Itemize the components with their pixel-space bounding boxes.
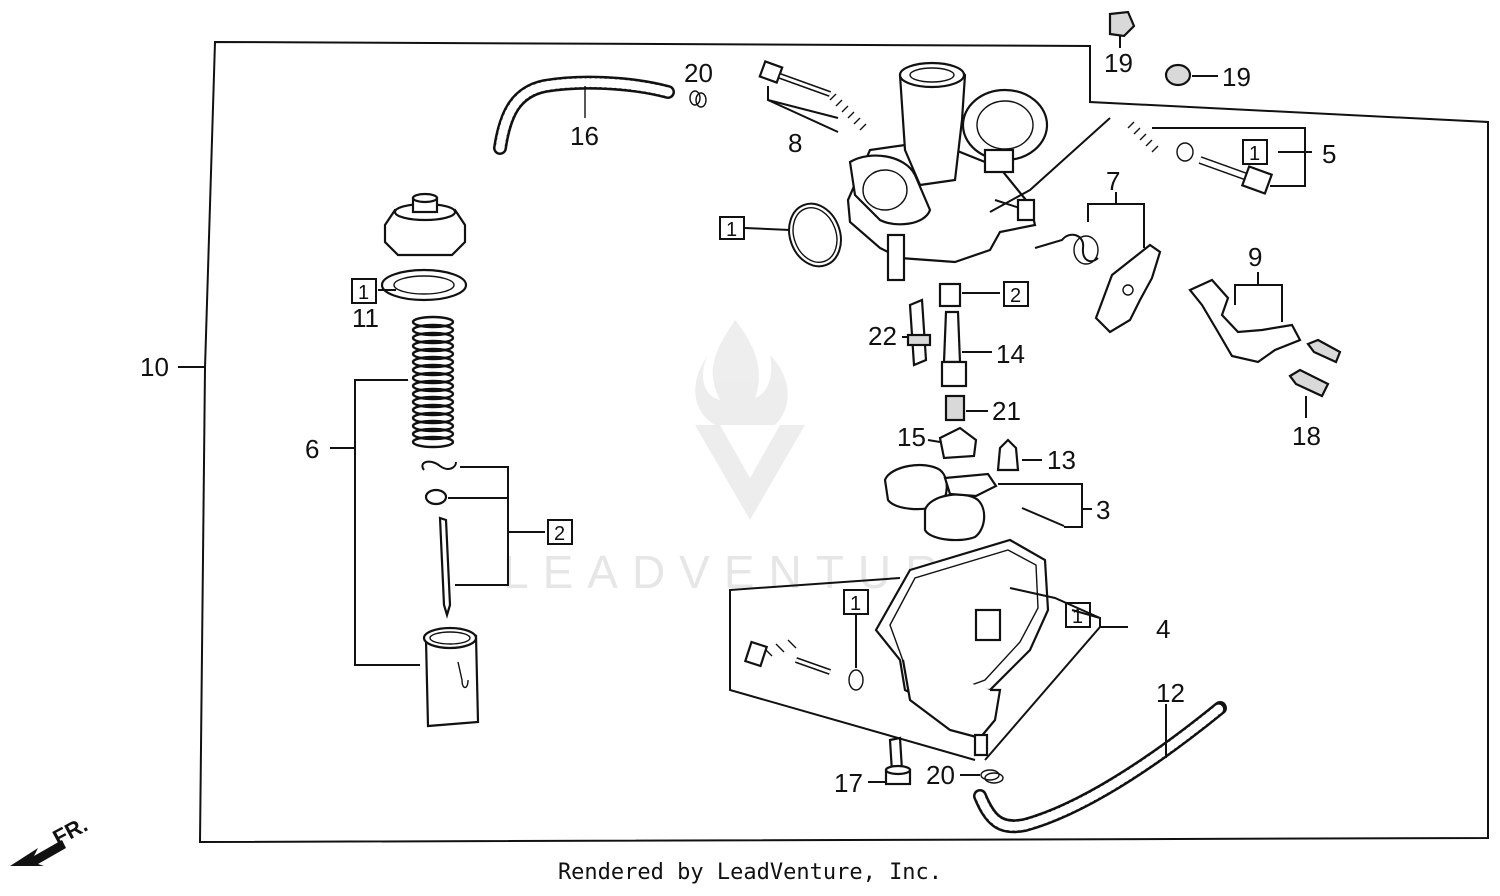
part-7-throttle-lever: [1034, 192, 1162, 334]
callout-4-group-outline: [729, 577, 976, 761]
callout-13: 13: [1047, 445, 1076, 475]
part-top-cap: [383, 192, 467, 257]
part-14-needle-jet: [938, 282, 1000, 388]
callout-7: 7: [1106, 166, 1120, 196]
part-4-float-chamber: [874, 538, 1128, 761]
part-5-idle-screw: [1127, 121, 1312, 195]
part-small-o-ring: [848, 615, 864, 691]
boxed-2-part6: 2: [554, 523, 565, 545]
part-9-bracket: [1188, 272, 1302, 364]
part-20-clip-top: [689, 90, 707, 108]
part-3-float: [883, 463, 1092, 542]
boxed-2-part14-frame: [1003, 281, 1029, 307]
boxed-1-part11: 1: [358, 282, 369, 304]
part-20-clip-bottom: [960, 769, 1004, 784]
callout-4: 4: [1156, 614, 1170, 644]
callout-10: 10: [140, 352, 169, 382]
part-throttle-slide: [422, 626, 480, 728]
boxed-1-part4a: 1: [850, 593, 861, 615]
callout-11: 11: [352, 303, 379, 333]
callout-5: 5: [1322, 139, 1336, 169]
part-8-screw-spring: [758, 59, 867, 133]
part-18-screws: [1288, 338, 1342, 418]
callout-20-top: 20: [684, 58, 713, 88]
callout-2-bracket-left: [455, 466, 509, 586]
part-19-nut-right: [1164, 63, 1218, 87]
boxed-1-part11-frame: [351, 278, 377, 304]
part-22-jet-needle: [902, 298, 932, 367]
boxed-1-part4b: 1: [1072, 606, 1083, 628]
boxed-2-part6-frame: [547, 519, 573, 545]
part-11-gasket: [378, 268, 468, 302]
boxed-1-main-frame: [719, 216, 745, 240]
boxed-2-part14: 2: [1010, 285, 1021, 307]
part-spring: [411, 315, 455, 449]
boxed-1-part4a-frame: [843, 589, 869, 615]
callout-19-top: 19: [1104, 48, 1133, 78]
callout-9: 9: [1248, 242, 1262, 272]
part-16-tube: [493, 75, 675, 155]
callout-18: 18: [1292, 421, 1321, 451]
callout-12: 12: [1156, 678, 1185, 708]
carburetor-body: [846, 61, 1111, 282]
boxed-1-main: 1: [726, 219, 737, 241]
callout-3: 3: [1096, 495, 1110, 525]
callout-6-bracket: [354, 379, 420, 666]
footer-credit: Rendered by LeadVenture, Inc.: [557, 860, 943, 885]
callout-14: 14: [996, 339, 1025, 369]
part-needle-clip: [421, 460, 457, 619]
part-17-screw: [868, 736, 912, 786]
boxed-1-part5-frame: [1242, 139, 1268, 165]
part-13-float-valve: [996, 438, 1042, 472]
callout-8: 8: [788, 128, 802, 158]
callout-17: 17: [834, 768, 863, 798]
callout-22: 22: [868, 321, 897, 351]
callout-21: 21: [992, 396, 1021, 426]
assembly-boundary: [198, 40, 1489, 844]
callout-20-bottom: 20: [926, 760, 955, 790]
part-o-ring-main: [744, 202, 842, 268]
front-direction-arrow: FR.: [10, 812, 92, 866]
callout-15: 15: [897, 422, 926, 452]
callout-6: 6: [305, 434, 319, 464]
part-21-main-jet: [944, 394, 988, 422]
part-drain-screw: [743, 639, 831, 675]
boxed-1-part4b-frame: [1065, 602, 1091, 628]
boxed-1-part5: 1: [1249, 143, 1260, 165]
part-15-jet-holder: [927, 426, 978, 460]
callout-16: 16: [570, 121, 599, 151]
callout-19-right: 19: [1222, 62, 1251, 92]
part-12-drain-tube: [973, 701, 1227, 834]
part-19-nut-top: [1108, 10, 1136, 48]
